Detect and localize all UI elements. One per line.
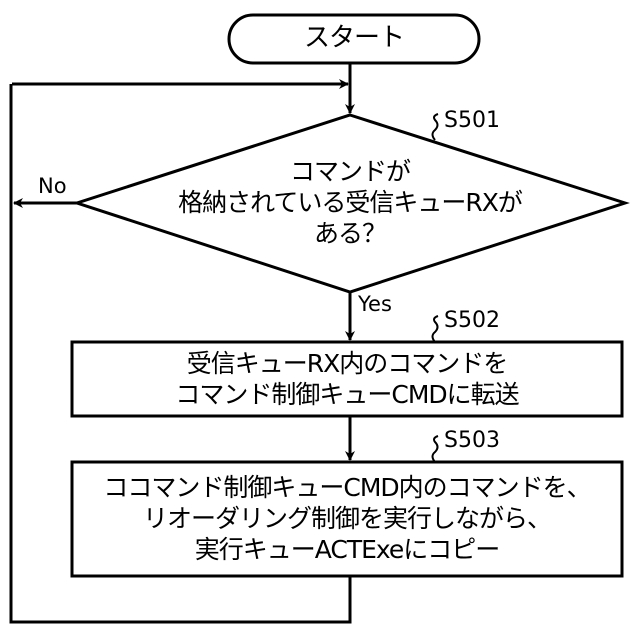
s502-text: 受信キューRX内のコマンドを コマンド制御キューCMDに転送 [72, 348, 622, 410]
s503-leader [433, 436, 439, 462]
s503-line-2: リオーダリング制御を実行しながら、 [72, 503, 622, 534]
decision-line-1: コマンドが [120, 156, 580, 187]
step-label-s501: S501 [444, 108, 500, 133]
s503-line-1: ココマンド制御キューCMD内のコマンドを、 [72, 472, 622, 503]
step-label-s502: S502 [444, 308, 500, 333]
decision-line-2: 格納されている受信キューRXが [120, 187, 580, 218]
s502-line-1: 受信キューRX内のコマンドを [72, 348, 622, 379]
decision-line-3: ある？ [120, 218, 580, 249]
s501-leader [433, 114, 439, 140]
s502-leader [433, 316, 439, 342]
no-label: No [38, 174, 67, 198]
step-label-s503: S503 [444, 428, 500, 453]
decision-text: コマンドが 格納されている受信キューRXが ある？ [120, 156, 580, 249]
start-label: スタート [229, 23, 479, 54]
s503-text: ココマンド制御キューCMD内のコマンドを、 リオーダリング制御を実行しながら、 … [72, 472, 622, 565]
s502-line-2: コマンド制御キューCMDに転送 [72, 379, 622, 410]
s503-line-3: 実行キューACTExeにコピー [72, 534, 622, 565]
yes-label: Yes [358, 292, 392, 316]
